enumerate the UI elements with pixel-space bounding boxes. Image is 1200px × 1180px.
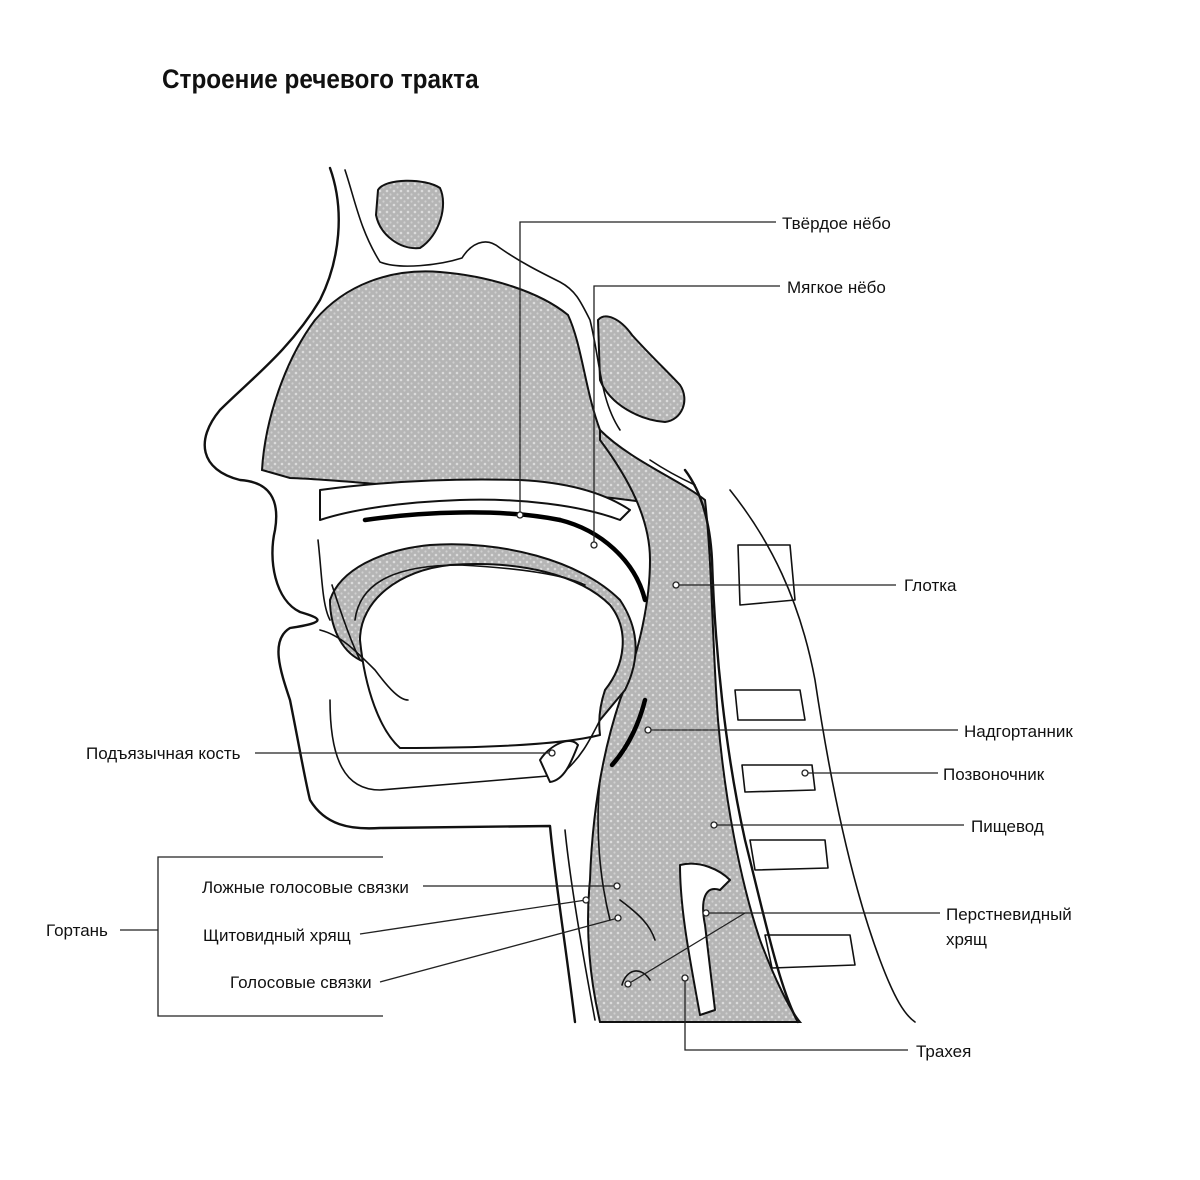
label-larynx: Гортань xyxy=(46,921,108,940)
sphenoid-sinus xyxy=(596,315,686,424)
label-trachea: Трахея xyxy=(916,1042,972,1061)
hard-palate xyxy=(319,478,631,521)
adenoid-ridge xyxy=(649,459,696,486)
label-pharynx: Глотка xyxy=(904,576,957,595)
label-thyroid: Щитовидный хрящ xyxy=(203,926,351,945)
spine-line xyxy=(683,468,800,1024)
larynx-cartilage xyxy=(597,779,656,986)
tongue xyxy=(359,563,624,749)
label-soft-palate: Мягкое нёбо xyxy=(787,278,886,297)
lower-lip xyxy=(319,629,409,701)
pharynx-cavity xyxy=(587,427,803,1023)
label-cricoid-1: Перстневидный xyxy=(946,905,1072,924)
diagram-title: Строение речевого тракта xyxy=(162,64,479,94)
label-esophagus: Пищевод xyxy=(971,817,1044,836)
label-cricoid-2: хрящ xyxy=(946,930,987,949)
frontal-sinus xyxy=(374,179,445,250)
upper-lip xyxy=(317,539,361,661)
jaw xyxy=(329,699,601,791)
label-epiglottis: Надгортанник xyxy=(964,722,1073,741)
label-vocal-cords: Голосовые связки xyxy=(230,973,372,992)
leader-lines xyxy=(120,221,964,1051)
soft-palate xyxy=(557,517,648,603)
label-spine: Позвоночник xyxy=(943,765,1045,784)
hard-palate-bold xyxy=(362,510,563,523)
spine-back xyxy=(729,489,916,1023)
face-profile xyxy=(203,166,577,1024)
cricoid xyxy=(679,862,731,1016)
epiglottis xyxy=(609,697,648,768)
label-false-cords: Ложные голосовые связки xyxy=(202,878,409,897)
oral-roof xyxy=(354,564,586,621)
neck-front xyxy=(564,829,596,1021)
label-hyoid: Подъязычная кость xyxy=(86,744,241,763)
nose-bone xyxy=(344,169,621,431)
label-hard-palate: Твёрдое нёбо xyxy=(782,214,891,233)
